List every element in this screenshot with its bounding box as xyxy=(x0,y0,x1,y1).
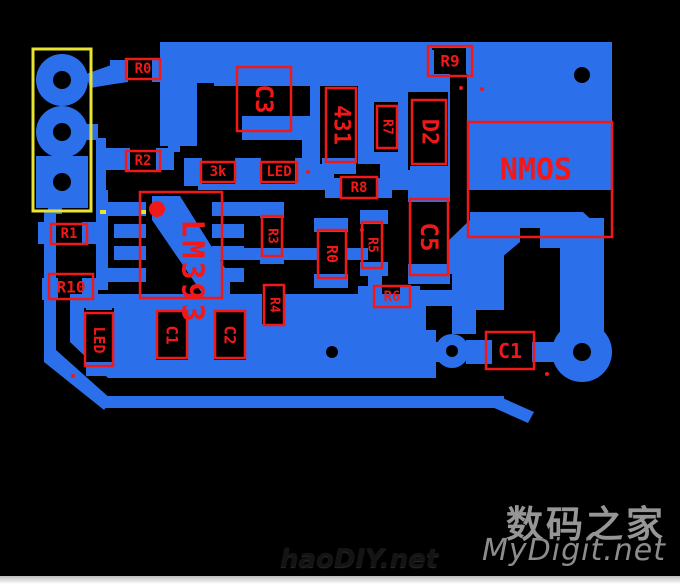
silkscreen-dots xyxy=(71,86,549,378)
component-outline-r0-mid xyxy=(316,228,348,280)
component-c2: C2 xyxy=(213,309,247,360)
component-label-r6: R6 xyxy=(384,289,401,305)
component-r0-mid: R0 xyxy=(316,228,348,280)
component-label-r7: R7 xyxy=(380,119,395,135)
connector-outline-box xyxy=(31,47,93,213)
component-outline-r4 xyxy=(262,283,286,327)
watermark-haodiy: haoDIY.net xyxy=(280,544,439,574)
watermark-site-english: MyDigit.net xyxy=(482,533,666,568)
component-r9: R9 xyxy=(426,44,474,78)
component-d2: D2 xyxy=(410,98,448,166)
component-outline-r2 xyxy=(124,149,162,173)
component-outline-led-bottom xyxy=(83,311,115,368)
component-label-nmos: NMOS xyxy=(500,153,572,188)
component-label-r1: R1 xyxy=(61,226,78,242)
component-outline-d2 xyxy=(410,98,448,166)
component-outline-nmos xyxy=(466,120,614,239)
component-outline-431 xyxy=(324,86,358,164)
component-r6: R6 xyxy=(372,284,412,309)
component-label-r9: R9 xyxy=(440,52,459,71)
component-label-lm393: LM393 xyxy=(175,219,210,324)
component-label-c1: C1 xyxy=(163,325,182,344)
component-outline-c1-cap xyxy=(484,330,536,371)
component-label-r10: R10 xyxy=(57,278,86,297)
component-outline-r7 xyxy=(375,104,399,150)
component-outline-c5 xyxy=(408,197,450,277)
component-c1-cap: C1 xyxy=(484,330,536,371)
component-outline-c2 xyxy=(213,309,247,360)
component-label-431: 431 xyxy=(329,105,354,145)
component-r0-top: R0 xyxy=(124,57,162,81)
component-r2: R2 xyxy=(124,149,162,173)
silkscreen-layer: R0 R2 C3 3k LED 431 R7 D2 xyxy=(47,44,614,378)
component-lm393: LM393 xyxy=(138,190,224,325)
drill-holes xyxy=(53,67,591,361)
component-outline-led-top xyxy=(259,160,299,184)
component-3k: 3k xyxy=(199,160,237,184)
copper-pour-layer xyxy=(36,42,612,382)
component-outline-c3 xyxy=(235,65,293,133)
watermark-site-chinese: 数码之家 xyxy=(506,503,666,546)
component-label-r5: R5 xyxy=(365,237,380,253)
component-label-c1-cap: C1 xyxy=(498,339,522,363)
component-r5: R5 xyxy=(360,220,384,270)
component-c1: C1 xyxy=(155,309,189,360)
component-431: 431 xyxy=(324,86,358,164)
component-label-led-bottom: LED xyxy=(90,326,108,353)
component-r7: R7 xyxy=(375,104,399,150)
component-led-bottom: LED xyxy=(83,311,115,368)
component-led-top: LED xyxy=(259,160,299,184)
component-r4: R4 xyxy=(262,283,286,327)
component-label-led-top: LED xyxy=(266,164,291,180)
component-outline-r0-top xyxy=(124,57,162,81)
component-c3: C3 xyxy=(235,65,293,133)
component-nmos: NMOS xyxy=(466,120,614,239)
component-r10: R10 xyxy=(47,272,95,301)
component-outline-3k xyxy=(199,160,237,184)
component-c5: C5 xyxy=(408,197,450,277)
component-label-d2: D2 xyxy=(417,119,442,146)
component-r8: R8 xyxy=(339,175,379,200)
component-label-r2: R2 xyxy=(135,153,152,169)
component-r3: R3 xyxy=(260,214,284,258)
component-outline-r3 xyxy=(260,214,284,258)
component-label-r3: R3 xyxy=(265,228,280,244)
component-label-c5: C5 xyxy=(415,223,443,252)
component-label-3k: 3k xyxy=(210,164,227,180)
component-outline-r1 xyxy=(49,222,89,246)
connector-outline xyxy=(31,47,146,214)
component-outline-r9 xyxy=(426,44,474,78)
component-label-r4: R4 xyxy=(267,297,282,313)
component-outline-r5 xyxy=(360,220,384,270)
component-label-r8: R8 xyxy=(351,180,368,196)
pin1-marker-dot xyxy=(149,201,165,217)
component-outline-r8 xyxy=(339,175,379,200)
component-r1: R1 xyxy=(49,222,89,246)
component-outline-r10 xyxy=(47,272,95,301)
component-label-r0-mid: R0 xyxy=(323,245,341,263)
component-outline-r6 xyxy=(372,284,412,309)
component-label-c3: C3 xyxy=(250,85,278,114)
bottom-border-strip xyxy=(0,576,680,584)
component-outline-c1 xyxy=(155,309,189,360)
component-label-c2: C2 xyxy=(221,325,240,344)
component-outline-lm393 xyxy=(138,190,224,300)
component-label-r0-top: R0 xyxy=(135,61,152,77)
